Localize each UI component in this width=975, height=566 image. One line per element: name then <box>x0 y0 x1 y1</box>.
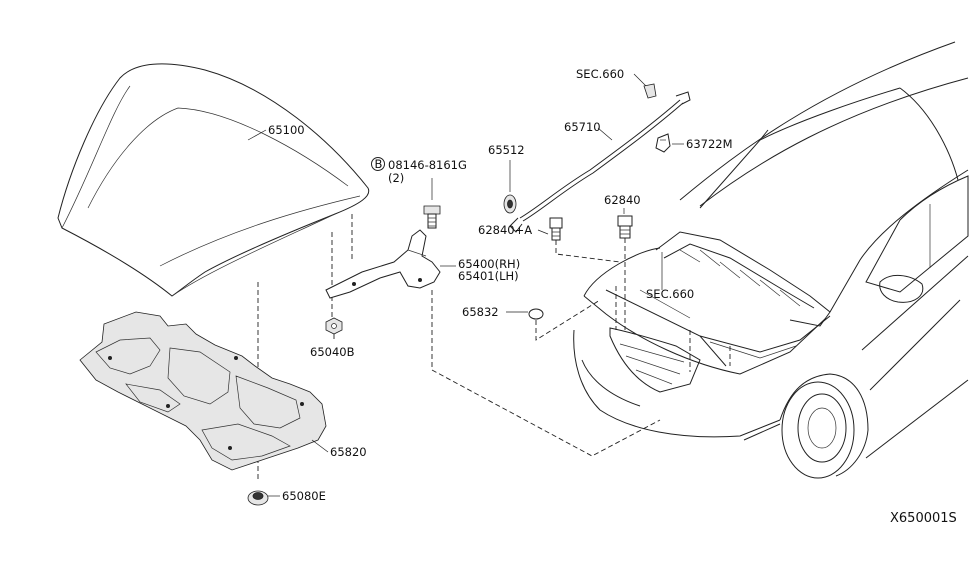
label-nut: 65040B <box>310 345 355 359</box>
hood-insulator <box>79 311 327 471</box>
label-seal: 65832 <box>462 305 499 319</box>
label-holder: 65512 <box>488 143 525 157</box>
stay-rod-grommet <box>643 83 657 99</box>
label-bumper: 62840 <box>604 193 641 207</box>
hood-panel <box>57 63 370 297</box>
seal-65832 <box>528 308 544 320</box>
clip-63722m <box>655 133 671 153</box>
label-hinge-rh: 65400(RH) <box>458 257 520 271</box>
hood-stay-rod <box>509 91 691 233</box>
bolt-symbol: B <box>375 157 383 171</box>
clip-65080e <box>247 490 269 506</box>
stay-rod-holder <box>503 194 517 214</box>
label-bumper-a: 62840+A <box>478 223 532 237</box>
bumper-62840-a <box>549 217 563 241</box>
label-hood: 65100 <box>268 123 305 137</box>
label-bolt: 08146-8161G <box>388 158 467 172</box>
vehicle-front <box>573 41 969 479</box>
label-hinge-lh: 65401(LH) <box>458 269 519 283</box>
label-insulator: 65820 <box>330 445 367 459</box>
diagram-code: X650001S <box>890 511 957 526</box>
label-stay-rod: 65710 <box>564 120 601 134</box>
nut-65040b <box>325 317 343 335</box>
label-sec660-top: SEC.660 <box>576 67 624 81</box>
hood-hinge <box>325 229 441 299</box>
bumper-62840 <box>617 215 633 239</box>
label-clip-63722m: 63722M <box>686 137 733 151</box>
label-sec660-bottom: SEC.660 <box>646 287 694 301</box>
label-bolt-qty: (2) <box>388 171 404 185</box>
bolt-symbol-circle <box>371 157 385 171</box>
bolt-08146 <box>423 205 441 229</box>
label-clip: 65080E <box>282 489 326 503</box>
